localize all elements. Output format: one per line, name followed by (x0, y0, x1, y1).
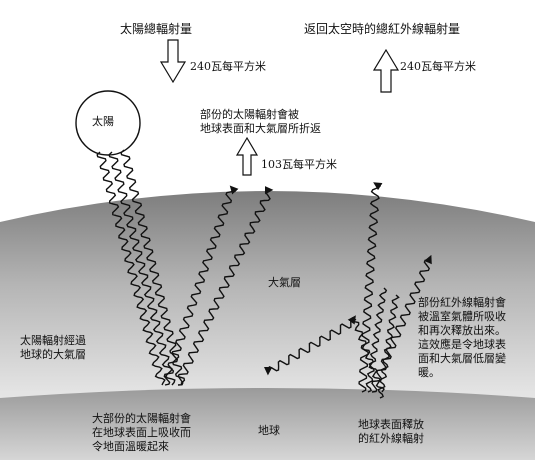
outgoing-title: 返回太空時的總紅外線輻射量 (304, 22, 461, 36)
incoming-ray-1 (96, 151, 166, 386)
sun-label: 太陽 (92, 115, 114, 128)
reflected-value: 103瓦每平方米 (261, 158, 337, 171)
reflected-text: 部份的太陽輻射會被 地球表面和大氣層所折返 (200, 108, 321, 135)
reflected-arrow (235, 136, 259, 176)
reemit-ray-3 (377, 294, 400, 399)
infrared-emit-text: 地球表面釋放 的紅外線輻射 (358, 418, 424, 445)
greenhouse-text: 部份紅外線輻射會 被溫室氣體所吸收 和再次釋放出來。 這效應是令地球表 面和大氣… (418, 296, 506, 379)
incoming-ray-2 (108, 151, 176, 386)
incoming-ray-3 (120, 149, 186, 386)
infrared-ray-3 (347, 315, 385, 393)
atmosphere-label: 大氣層 (268, 276, 301, 289)
earth-label: 地球 (258, 424, 280, 437)
passes-atmosphere-text: 太陽輻射經過 地球的大氣層 (20, 334, 86, 361)
incoming-title: 太陽總輻射量 (120, 22, 193, 36)
earth-surface (0, 388, 535, 460)
outgoing-value: 240瓦每平方米 (400, 60, 476, 73)
reflected-ray-1 (163, 185, 239, 386)
absorbed-text: 大部份的太陽輻射會 在地球表面上吸收而 令地面溫暖起來 (92, 412, 191, 453)
incoming-value: 240瓦每平方米 (190, 60, 266, 73)
sun (75, 90, 141, 156)
reflected-ray-2 (177, 186, 274, 386)
incoming-arrow (159, 39, 187, 84)
outgoing-arrow (372, 48, 400, 93)
reemit-ray-1 (263, 317, 357, 376)
infrared-ray-1 (358, 182, 383, 393)
reemit-ray-2 (365, 287, 388, 393)
